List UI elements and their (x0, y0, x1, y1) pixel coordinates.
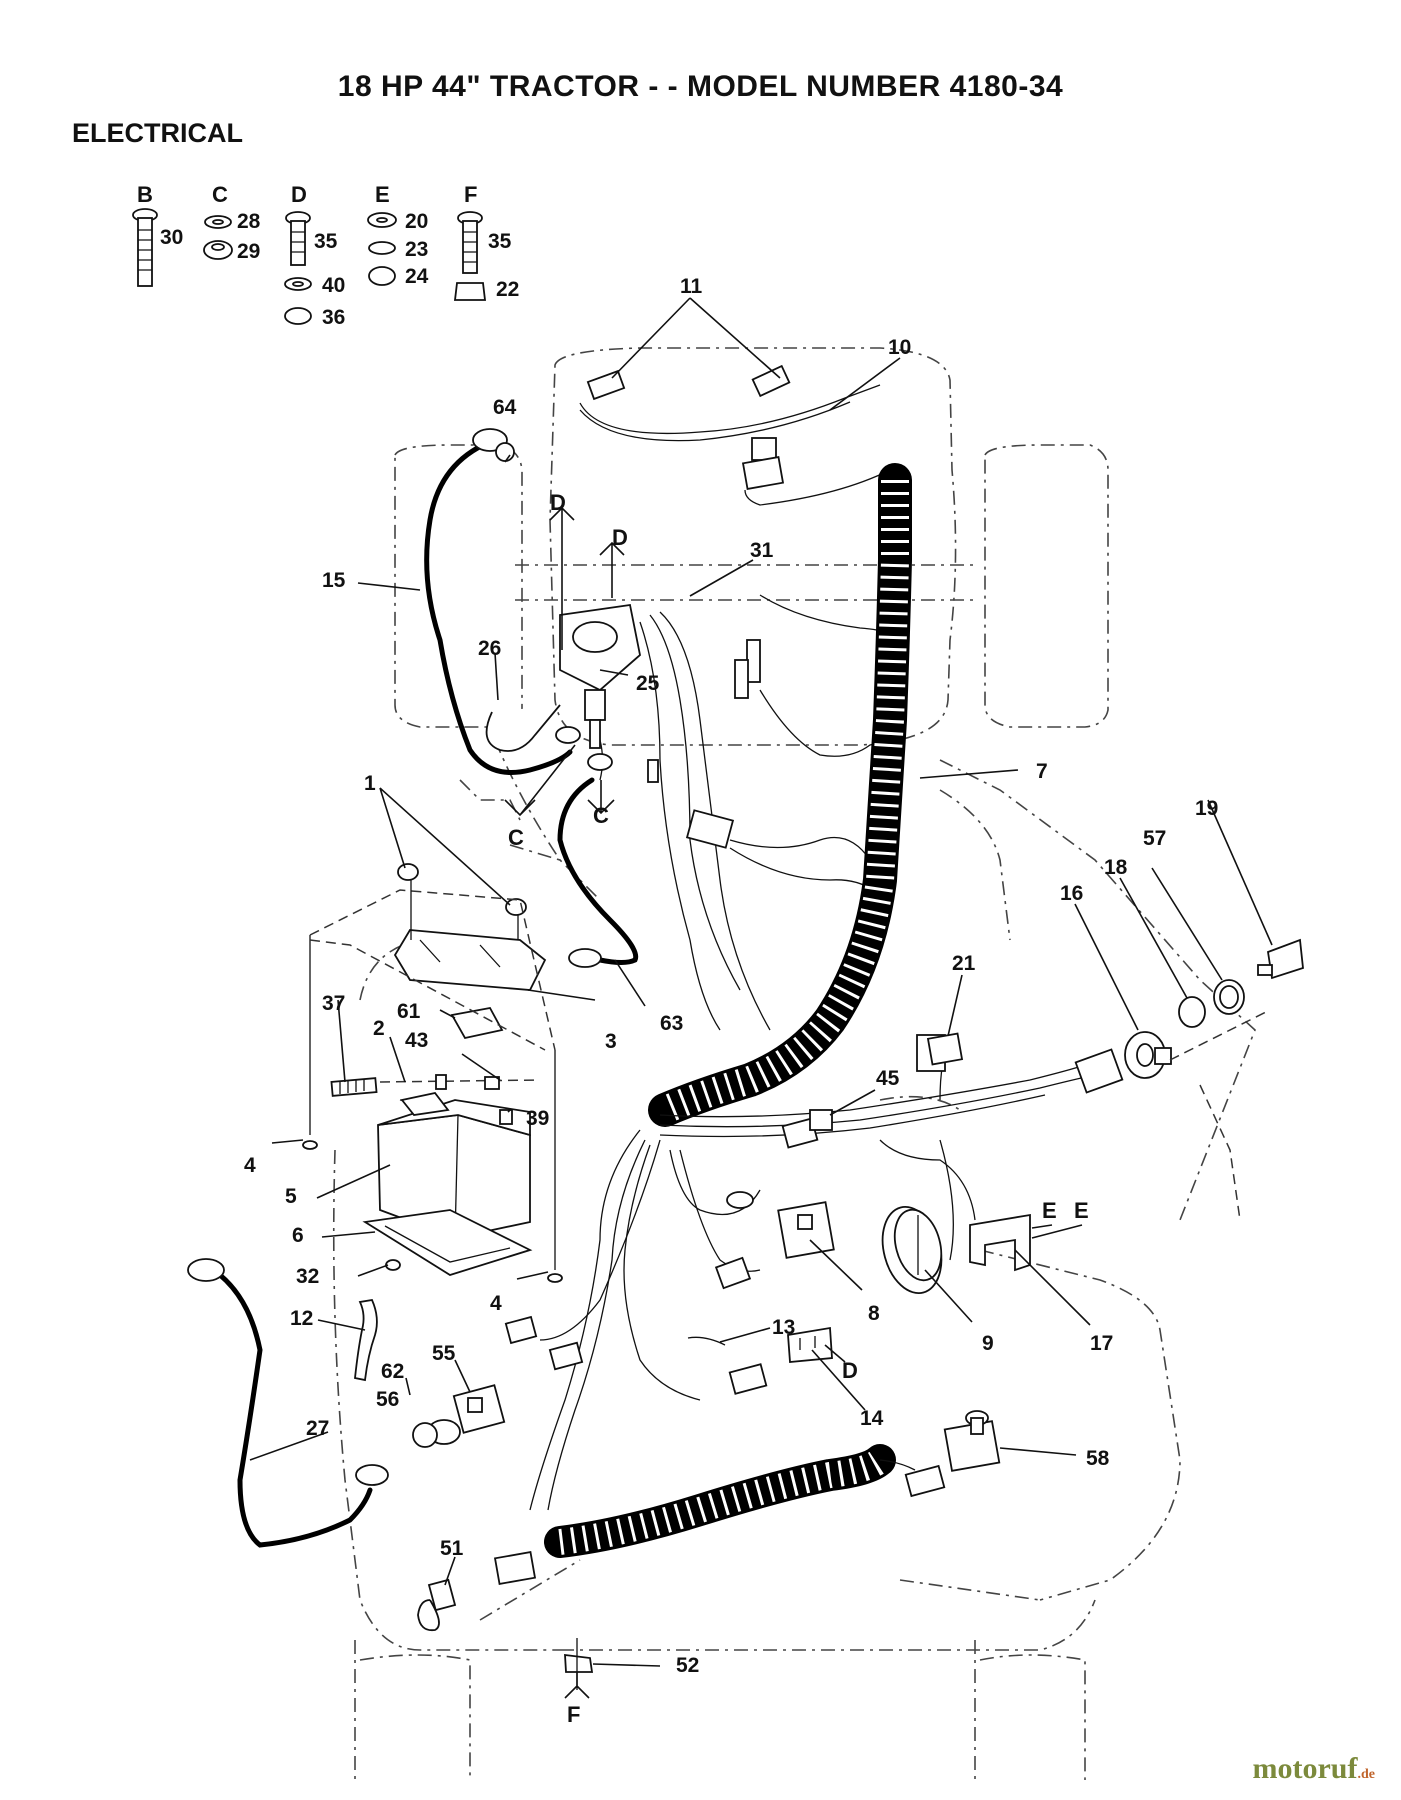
hardware-part-number: 23 (405, 238, 428, 261)
callout-62: 62 (381, 1360, 404, 1383)
hardware-letter: F (464, 182, 477, 207)
hardware-part-number: 20 (405, 210, 428, 233)
hardware-ref: D (550, 490, 566, 515)
parts-art (187, 364, 1304, 1690)
hardware-letter-labels: B C D E F 30 28 29 35 40 36 20 23 24 35 … (137, 182, 519, 329)
callout-45: 45 (876, 1067, 900, 1090)
callout-11: 11 (680, 275, 703, 298)
callout-63: 63 (660, 1012, 683, 1035)
callout-19: 19 (1195, 797, 1218, 820)
hardware-part-number: 40 (322, 274, 345, 297)
hardware-ref: C (593, 803, 609, 828)
callout-31: 31 (750, 539, 774, 562)
hardware-part-number: 30 (160, 226, 183, 249)
callout-7: 7 (1036, 760, 1048, 783)
hardware-ref: E (1042, 1198, 1057, 1223)
callout-26: 26 (478, 637, 501, 660)
callout-18: 18 (1104, 856, 1128, 879)
callout-5: 5 (285, 1185, 297, 1208)
callout-39: 39 (526, 1107, 549, 1130)
callout-4b: 4 (490, 1292, 502, 1315)
lockwasher-icon (204, 215, 232, 229)
hardware-ref: D (612, 525, 628, 550)
callout-9: 9 (982, 1332, 994, 1355)
site-watermark: motoruf.de (1253, 1752, 1375, 1786)
callout-56: 56 (376, 1388, 399, 1411)
callout-58: 58 (1086, 1447, 1110, 1470)
hardware-refs: D D C C D E E F (508, 490, 1089, 1727)
callout-51: 51 (440, 1537, 464, 1560)
callout-6: 6 (292, 1224, 304, 1247)
hardware-ref: D (842, 1358, 858, 1383)
hardware-part-number: 22 (496, 278, 519, 301)
washer-stack-icon (367, 212, 397, 286)
hardware-part-number: 24 (405, 265, 429, 288)
nut-icon (203, 240, 233, 260)
tractor-outline (332, 347, 1256, 1780)
hardware-ref: F (567, 1702, 580, 1727)
callout-14: 14 (860, 1407, 884, 1430)
hardware-ref: E (1074, 1198, 1089, 1223)
callout-15: 15 (322, 569, 346, 592)
callout-32: 32 (296, 1265, 319, 1288)
callout-43: 43 (405, 1029, 428, 1052)
callout-13: 13 (772, 1316, 795, 1339)
callout-12: 12 (290, 1307, 313, 1330)
hardware-ref: C (508, 825, 524, 850)
page-title: 18 HP 44" TRACTOR - - MODEL NUMBER 4180-… (337, 70, 1064, 103)
callout-4: 4 (244, 1154, 256, 1177)
part-callouts: 1 2 3 4 4 5 6 7 8 9 10 11 12 13 14 15 16… (244, 275, 1218, 1677)
callout-55: 55 (432, 1342, 456, 1365)
leader-lines (249, 297, 1273, 1699)
bolt-icon (132, 208, 158, 287)
callout-3: 3 (605, 1030, 617, 1053)
callout-52: 52 (676, 1654, 699, 1677)
callout-17: 17 (1090, 1332, 1113, 1355)
hardware-legend (132, 208, 487, 325)
hardware-part-number: 35 (488, 230, 512, 253)
hardware-part-number: 36 (322, 306, 345, 329)
bolt-nut-icon (453, 211, 487, 301)
callout-16: 16 (1060, 882, 1083, 905)
section-heading: ELECTRICAL (72, 118, 243, 148)
hardware-letter: D (291, 182, 307, 207)
hardware-letter: C (212, 182, 228, 207)
callout-21: 21 (952, 952, 976, 975)
callout-64: 64 (493, 396, 517, 419)
hardware-letter: E (375, 182, 390, 207)
hardware-part-number: 35 (314, 230, 338, 253)
callout-8: 8 (868, 1302, 880, 1325)
callout-10: 10 (888, 336, 911, 359)
hardware-letter: B (137, 182, 153, 207)
callout-2: 2 (373, 1017, 385, 1040)
hardware-part-number: 29 (237, 240, 260, 263)
hardware-part-number: 28 (237, 210, 261, 233)
callout-57: 57 (1143, 827, 1166, 850)
callout-1: 1 (364, 772, 376, 795)
watermark-brand: motoruf (1252, 1752, 1358, 1785)
callout-25: 25 (636, 672, 660, 695)
callout-27: 27 (306, 1417, 329, 1440)
watermark-tld: .de (1357, 1767, 1376, 1782)
callout-37: 37 (322, 992, 345, 1015)
callout-61: 61 (397, 1000, 421, 1023)
screw-icon (284, 211, 312, 325)
